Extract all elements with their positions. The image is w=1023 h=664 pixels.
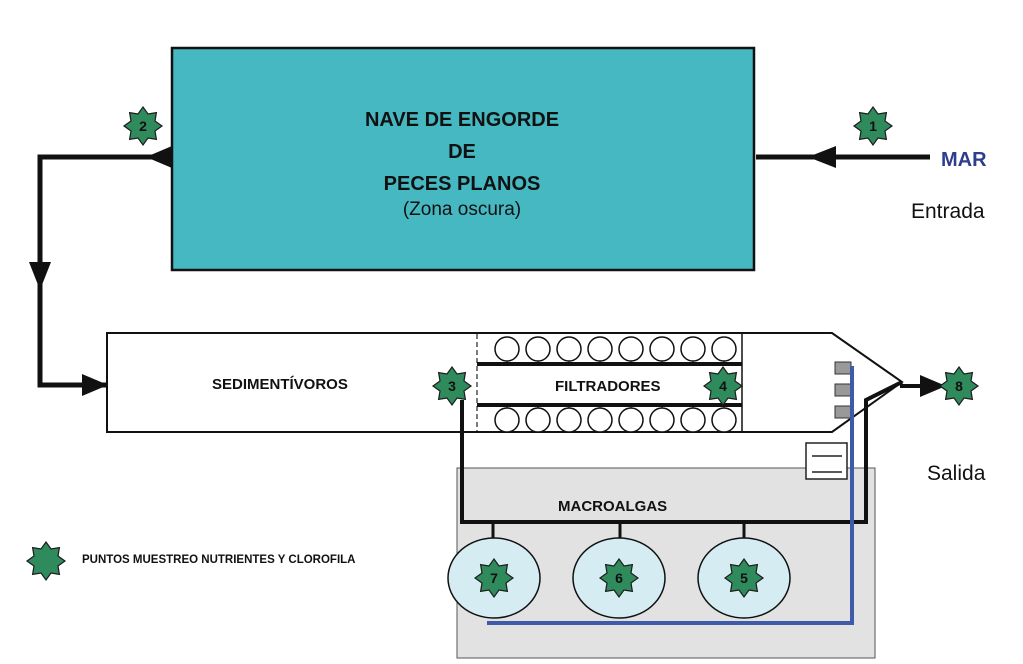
filter-feeders-label: FILTRADORES bbox=[555, 378, 661, 395]
lantern-cage-icon bbox=[556, 407, 582, 433]
tank-title-line: DE bbox=[448, 141, 476, 163]
inlet-label: Entrada bbox=[911, 200, 985, 223]
lantern-cage-icon bbox=[494, 336, 520, 362]
sampling-star-icon bbox=[598, 557, 640, 599]
lantern-cage-icon bbox=[649, 336, 675, 362]
tank-title-line: NAVE DE ENGORDE bbox=[364, 109, 560, 131]
inlet-source-label: MAR bbox=[941, 149, 987, 171]
lantern-cage-icon bbox=[680, 407, 706, 433]
sampling-star-icon bbox=[938, 365, 980, 407]
tank-title-line: PECES PLANOS bbox=[383, 173, 541, 195]
outlet-arrow bbox=[920, 375, 946, 397]
lantern-cage-icon bbox=[587, 336, 613, 362]
sampling-point-3-label: 3 bbox=[448, 378, 456, 394]
sampling-star-icon bbox=[431, 365, 473, 407]
sampling-star-icon bbox=[852, 105, 894, 147]
transfer-arrow-right bbox=[82, 374, 108, 396]
sampling-point-7-label: 7 bbox=[490, 570, 498, 586]
inlet-arrow bbox=[808, 146, 836, 168]
outlet-gate bbox=[834, 405, 852, 419]
sump-box bbox=[805, 442, 848, 480]
lantern-cage-icon bbox=[525, 336, 551, 362]
sampling-star-icon bbox=[122, 105, 164, 147]
sampling-point-1-label: 1 bbox=[869, 118, 877, 134]
sampling-point-5-label: 5 bbox=[740, 570, 748, 586]
lantern-cage-icon bbox=[618, 336, 644, 362]
transfer-arrow-left bbox=[146, 146, 172, 168]
blue-return-pipe bbox=[487, 366, 854, 625]
tank-title: NAVE DE ENGORDE DE PECES PLANOS bbox=[172, 104, 752, 200]
legend-text: PUNTOS MUESTREO NUTRIENTES Y CLOROFILA bbox=[82, 554, 356, 566]
outlet-gate bbox=[834, 383, 852, 397]
sampling-star-icon bbox=[473, 557, 515, 599]
outlet-gate bbox=[834, 361, 852, 375]
macroalgae-label: MACROALGAS bbox=[558, 498, 668, 515]
tank-subtitle: (Zona oscura) bbox=[402, 199, 522, 220]
lantern-cage-icon bbox=[649, 407, 675, 433]
sampling-stars bbox=[25, 105, 980, 599]
transfer-arrow-down bbox=[29, 262, 51, 290]
macroalgae-feed-pipe bbox=[460, 380, 903, 524]
sampling-point-4-label: 4 bbox=[719, 378, 727, 394]
fattening-tank bbox=[170, 46, 756, 272]
sampling-point-8-label: 8 bbox=[955, 378, 963, 394]
lantern-cage-icon bbox=[556, 336, 582, 362]
legend-star-icon bbox=[25, 540, 67, 582]
sampling-star-icon bbox=[723, 557, 765, 599]
lantern-cage-icon bbox=[494, 407, 520, 433]
lantern-cage-icon bbox=[587, 407, 613, 433]
lantern-cage-icon bbox=[680, 336, 706, 362]
lantern-cage-icon bbox=[525, 407, 551, 433]
filter-lanterns bbox=[494, 336, 737, 433]
sampling-point-6-label: 6 bbox=[615, 570, 623, 586]
sedimentivores-label: SEDIMENTÍVOROS bbox=[212, 376, 348, 393]
sampling-point-2-label: 2 bbox=[139, 118, 147, 134]
lantern-cage-icon bbox=[711, 407, 737, 433]
sampling-star-icon bbox=[702, 365, 744, 407]
lantern-cage-icon bbox=[711, 336, 737, 362]
outlet-label: Salida bbox=[927, 462, 986, 485]
lantern-cage-icon bbox=[618, 407, 644, 433]
